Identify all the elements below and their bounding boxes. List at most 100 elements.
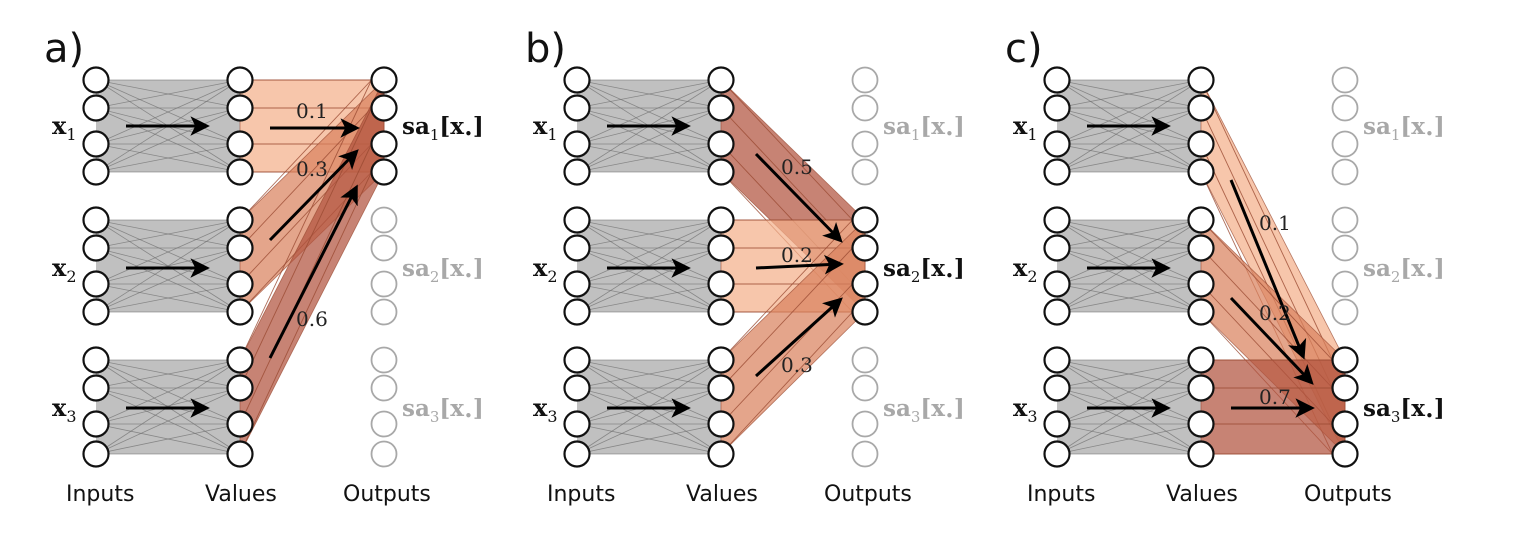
value-node bbox=[226, 270, 254, 298]
connection-line bbox=[95, 359, 241, 425]
connection-line bbox=[1056, 423, 1202, 455]
connection-line bbox=[1200, 219, 1333, 361]
output-label: sa3[x•] bbox=[1363, 395, 1445, 426]
connection-line bbox=[239, 79, 372, 221]
value-node bbox=[226, 298, 254, 326]
connection-line bbox=[95, 219, 241, 313]
output-node bbox=[851, 346, 879, 374]
value-node bbox=[707, 440, 735, 468]
weight-label: 0.3 bbox=[296, 157, 328, 181]
input-node bbox=[82, 234, 110, 262]
connection-line bbox=[1056, 107, 1202, 173]
connection-line bbox=[95, 283, 241, 313]
output-node bbox=[370, 346, 398, 374]
values-column-label: Values bbox=[205, 482, 277, 507]
input-label: x3 bbox=[1013, 393, 1038, 426]
output-node bbox=[370, 410, 398, 438]
output-node bbox=[370, 298, 398, 326]
value-node bbox=[707, 298, 735, 326]
input-node bbox=[563, 130, 591, 158]
panel-label: b) bbox=[525, 26, 566, 72]
input-label: x2 bbox=[533, 253, 558, 286]
value-node bbox=[1187, 298, 1215, 326]
input-node bbox=[82, 374, 110, 402]
output-node bbox=[1331, 410, 1359, 438]
output-node bbox=[370, 130, 398, 158]
value-node bbox=[226, 158, 254, 186]
input-label-subscript: 2 bbox=[547, 267, 557, 286]
connection-line bbox=[1056, 79, 1202, 109]
value-node bbox=[226, 234, 254, 262]
connection-line bbox=[720, 219, 853, 361]
value-node bbox=[707, 270, 735, 298]
value-node bbox=[226, 440, 254, 468]
input-node bbox=[1043, 66, 1071, 94]
attention-arrow-2 bbox=[1229, 296, 1314, 385]
connection-line bbox=[576, 79, 722, 109]
weight-label: 0.5 bbox=[781, 155, 813, 179]
weight-label: 0.1 bbox=[296, 99, 328, 123]
connection-line bbox=[1056, 283, 1202, 313]
connection-line bbox=[720, 311, 853, 455]
output-node bbox=[851, 94, 879, 122]
value-node bbox=[226, 130, 254, 158]
input-node bbox=[1043, 410, 1071, 438]
input-node bbox=[82, 440, 110, 468]
connection-line bbox=[95, 219, 241, 285]
weight-label: 0.3 bbox=[781, 353, 813, 377]
output-node bbox=[851, 374, 879, 402]
value-node bbox=[707, 94, 735, 122]
panel-label: a) bbox=[44, 26, 84, 72]
connection-line bbox=[1056, 219, 1202, 285]
panel-a: a)0.10.30.6x1x2x3sa1[x•]sa2[x•]sa3[x•]In… bbox=[44, 26, 484, 507]
input-node bbox=[1043, 270, 1071, 298]
value-node bbox=[1187, 130, 1215, 158]
value-node bbox=[707, 346, 735, 374]
output-node bbox=[370, 66, 398, 94]
attention-arrow-2 bbox=[755, 255, 844, 275]
output-label: sa2[x•] bbox=[883, 255, 965, 286]
output-label: sa3[x•] bbox=[402, 395, 484, 426]
value-node bbox=[1187, 94, 1215, 122]
connection-line bbox=[95, 247, 241, 313]
attention-arrow-2 bbox=[268, 149, 359, 242]
value-node bbox=[707, 410, 735, 438]
input-value-band-3 bbox=[1056, 359, 1202, 455]
connection-line bbox=[1056, 79, 1202, 145]
panel-c: c)0.10.20.7x1x2x3sa1[x•]sa2[x•]sa3[x•]In… bbox=[1005, 26, 1445, 507]
input-node bbox=[82, 270, 110, 298]
input-node bbox=[1043, 130, 1071, 158]
input-label-subscript: 1 bbox=[1027, 125, 1037, 144]
value-node bbox=[1187, 66, 1215, 94]
connection-line bbox=[1056, 387, 1202, 455]
input-node bbox=[1043, 234, 1071, 262]
output-node bbox=[851, 66, 879, 94]
output-node bbox=[1331, 374, 1359, 402]
input-label-subscript: 3 bbox=[1027, 407, 1037, 426]
connection-line bbox=[95, 423, 241, 455]
value-node bbox=[1187, 346, 1215, 374]
connection-line bbox=[576, 219, 722, 313]
input-node bbox=[563, 158, 591, 186]
connection-line bbox=[1056, 219, 1202, 313]
input-label-subscript: 3 bbox=[66, 407, 76, 426]
output-label: sa3[x•] bbox=[883, 395, 965, 426]
input-label: x2 bbox=[1013, 253, 1038, 286]
connection-line bbox=[95, 107, 241, 173]
input-label-subscript: 1 bbox=[547, 125, 557, 144]
input-node bbox=[563, 66, 591, 94]
input-value-band-2 bbox=[576, 219, 722, 313]
connection-line bbox=[576, 143, 722, 173]
value-node bbox=[707, 374, 735, 402]
connection-line bbox=[576, 387, 722, 425]
input-node bbox=[563, 206, 591, 234]
value-node bbox=[226, 66, 254, 94]
connection-line bbox=[576, 219, 722, 249]
output-node bbox=[370, 440, 398, 468]
input-node bbox=[82, 66, 110, 94]
connection-line bbox=[1056, 387, 1202, 425]
connection-line bbox=[576, 219, 722, 285]
output-label: sa1[x•] bbox=[883, 113, 965, 144]
output-node bbox=[370, 374, 398, 402]
